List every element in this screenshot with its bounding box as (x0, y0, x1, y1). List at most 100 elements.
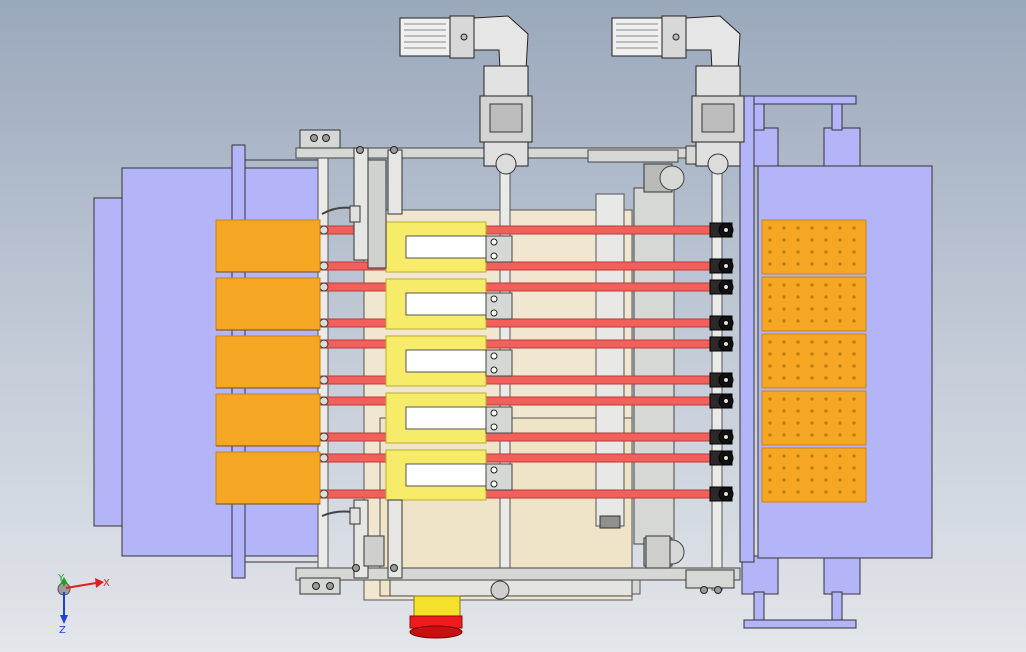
timing-belt (319, 453, 727, 463)
lower-standoff-left (363, 535, 385, 567)
pad-stud (838, 421, 842, 425)
carriage-clamp (485, 292, 513, 320)
belt-end-pulley (319, 453, 329, 463)
timing-belt (319, 282, 727, 292)
carriage-window (405, 406, 487, 430)
carriage-screw (490, 466, 498, 474)
right-angle-gearbox (473, 15, 529, 71)
pad-stud (796, 352, 800, 356)
upper-hook (321, 206, 353, 215)
timing-belt (319, 396, 727, 406)
frame-bolt (312, 582, 320, 590)
pad-stud (768, 490, 772, 494)
pad-stud (852, 295, 856, 299)
emergency-stop-cap (409, 625, 463, 639)
pad-stud (782, 433, 786, 437)
belt-idler-hub (723, 227, 729, 233)
belt-end-pulley (319, 375, 329, 385)
pad-stud (838, 478, 842, 482)
pad-stud (852, 466, 856, 470)
pad-stud (838, 283, 842, 287)
pad-stud (838, 319, 842, 323)
pad-stud (782, 409, 786, 413)
right-pad-block (761, 390, 867, 446)
pad-stud (810, 352, 814, 356)
pad-stud (768, 352, 772, 356)
timing-belt (319, 432, 727, 442)
pad-stud (838, 295, 842, 299)
right-upper-collar-2 (823, 127, 861, 167)
pad-stud (768, 454, 772, 458)
pad-stud (852, 421, 856, 425)
timing-belt (319, 339, 727, 349)
left-clamp-arm-upper (353, 147, 369, 261)
frame-bolt (310, 134, 318, 142)
triad-x-arrow (95, 578, 104, 588)
pad-stud (796, 262, 800, 266)
pad-stud (782, 283, 786, 287)
pad-stud (768, 307, 772, 311)
pad-stud (768, 262, 772, 266)
carriage-clamp (485, 349, 513, 377)
carriage-clamp (485, 406, 513, 434)
belt-idler-hub (723, 491, 729, 497)
pad-stud (838, 490, 842, 494)
motor-bolt (672, 33, 680, 41)
pad-stud (824, 238, 828, 242)
pad-stud (810, 307, 814, 311)
belt-idler-hub (723, 284, 729, 290)
carriage-window (405, 235, 487, 259)
belt-idler-hub (723, 377, 729, 383)
pad-stud (782, 307, 786, 311)
coupling-window (489, 103, 523, 133)
pad-stud (824, 226, 828, 230)
pad-stud (824, 307, 828, 311)
frame-bolt (322, 134, 330, 142)
pad-stud (838, 454, 842, 458)
pad-stud (838, 397, 842, 401)
belt-end-pulley (319, 225, 329, 235)
guide-rail-bearing-top (659, 165, 685, 191)
carriage-window (405, 463, 487, 487)
gearbox-neck (483, 65, 529, 97)
belt-end-pulley (319, 489, 329, 499)
pad-stud (810, 283, 814, 287)
gearbox-neck (695, 65, 741, 97)
pad-stud (810, 319, 814, 323)
pad-stud (810, 466, 814, 470)
carriage-window (405, 292, 487, 316)
carriage-window (405, 349, 487, 373)
frame-bolt (326, 582, 334, 590)
pad-stud (852, 364, 856, 368)
pad-stud (782, 352, 786, 356)
pad-stud (768, 478, 772, 482)
pad-stud (852, 238, 856, 242)
pad-stud (782, 466, 786, 470)
pad-stud (796, 319, 800, 323)
pad-stud (810, 478, 814, 482)
left-gripper-block (215, 277, 321, 331)
carriage-screw (490, 238, 498, 246)
pad-stud (838, 433, 842, 437)
pad-stud (810, 397, 814, 401)
pad-stud (852, 352, 856, 356)
pad-stud (796, 454, 800, 458)
pad-stud (824, 397, 828, 401)
pad-stud (810, 454, 814, 458)
lower-pin (349, 507, 361, 525)
pad-stud (838, 352, 842, 356)
pad-stud (838, 307, 842, 311)
pad-stud (838, 340, 842, 344)
pad-stud (824, 409, 828, 413)
pad-stud (782, 340, 786, 344)
pad-stud (852, 490, 856, 494)
frame-bolt (390, 146, 398, 154)
right-pad-block (761, 276, 867, 332)
pad-stud (810, 226, 814, 230)
pad-stud (768, 433, 772, 437)
pad-stud (810, 364, 814, 368)
pad-stud (824, 376, 828, 380)
pad-stud (824, 490, 828, 494)
